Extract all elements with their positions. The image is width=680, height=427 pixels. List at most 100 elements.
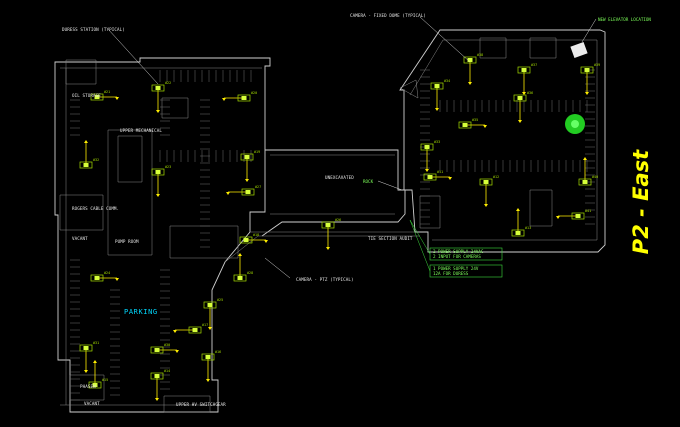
- oil-storage-label: OIL STORAGE: [72, 93, 101, 98]
- camera-tag-box: [463, 56, 477, 64]
- arrow-head: [156, 194, 160, 197]
- camera-icon: [243, 238, 249, 242]
- arrow-head: [448, 177, 452, 180]
- arrow-head: [173, 330, 177, 333]
- camera-35: #35: [458, 118, 487, 129]
- camera-icon: [584, 68, 590, 72]
- camera-icon: [192, 328, 198, 332]
- camera-tag-box: [150, 372, 164, 380]
- arrow-head: [175, 350, 179, 353]
- camera-id-label: #19: [254, 150, 260, 154]
- camera-icon: [521, 68, 527, 72]
- camera-icon: [154, 374, 160, 378]
- arrow-head: [84, 370, 88, 373]
- camera-id-label: #41: [585, 209, 591, 213]
- camera-id-label: #25: [217, 298, 223, 302]
- note2-line1: 1 POWER SUPPLY 24V: [433, 266, 479, 271]
- camera-tag-box: [90, 93, 104, 101]
- camera-22: #22: [151, 81, 171, 113]
- arrow-head: [585, 92, 589, 95]
- camera-id-label: #16: [215, 350, 221, 354]
- west-parking-stalls: [70, 70, 252, 401]
- camera-tag-box: [90, 274, 104, 282]
- power-notes: [409, 219, 503, 278]
- camera-13: #13: [511, 208, 531, 237]
- camera-icon: [434, 84, 440, 88]
- camera-id-label: #32: [93, 158, 99, 162]
- camera-25: #25: [203, 298, 223, 330]
- camera-tag-box: [203, 301, 217, 309]
- camera-icon: [517, 96, 523, 100]
- camera-icon: [237, 276, 243, 280]
- camera-id-label: #11: [437, 170, 443, 174]
- camera-icon: [483, 180, 489, 184]
- camera-17: #17: [173, 323, 208, 334]
- camera-31: #31: [79, 341, 99, 373]
- camera-id-label: #12: [493, 175, 499, 179]
- camera-icon: [427, 175, 433, 179]
- arrow-head: [556, 216, 560, 219]
- camera-id-label: #40: [592, 175, 598, 179]
- rock-label: ROCK: [363, 179, 374, 184]
- camera-23: #23: [151, 165, 171, 197]
- arrow-head: [516, 208, 520, 211]
- camera-id-label: #23: [165, 165, 171, 169]
- camera-18: #18: [239, 233, 268, 244]
- pump-room-label: PUMP ROOM: [115, 239, 139, 244]
- camera-26: #26: [321, 218, 341, 250]
- camera-icon: [515, 231, 521, 235]
- camera-icon: [83, 346, 89, 350]
- camera-28: #28: [233, 253, 253, 282]
- camera-tag-box: [79, 161, 93, 169]
- parking-label: PARKING: [124, 308, 158, 316]
- section-label: TIE SECTION AUDIT: [368, 236, 413, 241]
- arrow-head: [484, 204, 488, 207]
- arrow-head: [84, 140, 88, 143]
- camera-tag-box: [151, 84, 165, 92]
- camera-icon: [244, 155, 250, 159]
- camera-tag-box: [240, 153, 254, 161]
- note2-line2: 12A FOR DURESS: [433, 271, 469, 276]
- camera-tag-box: [239, 236, 253, 244]
- camera-tag-box: [517, 66, 531, 74]
- camera-tag-box: [423, 173, 437, 181]
- camera-id-label: #39: [594, 63, 600, 67]
- camera-ptz-label: CAMERA - PTZ (TYPICAL): [296, 277, 354, 282]
- camera-icon: [154, 348, 160, 352]
- camera-id-label: #27: [255, 185, 261, 189]
- camera-id-label: #28: [247, 271, 253, 275]
- camera-icon: [575, 214, 581, 218]
- camera-id-label: #21: [104, 90, 110, 94]
- east-parking-stalls: [420, 69, 595, 225]
- camera-tag-box: [237, 94, 251, 102]
- camera-id-label: #24: [104, 271, 110, 275]
- camera-tag-box: [188, 326, 202, 334]
- arrow-head: [468, 82, 472, 85]
- camera-icon: [155, 170, 161, 174]
- camera-icon: [92, 383, 98, 387]
- camera-tag-box: [513, 94, 527, 102]
- new-elevator-marker: [565, 41, 588, 134]
- camera-37: #37: [517, 63, 537, 95]
- camera-39: #39: [580, 63, 600, 95]
- arrow-head: [206, 379, 210, 382]
- camera-16: #16: [201, 350, 221, 382]
- note1-line1: 2 POWER SUPPLY 24VAC: [433, 249, 484, 254]
- arrow-head: [115, 278, 119, 281]
- camera-tag-box: [201, 353, 215, 361]
- camera-27: #27: [226, 185, 261, 196]
- camera-id-label: #20: [251, 91, 257, 95]
- arrow-head: [435, 108, 439, 111]
- camera-tag-box: [420, 143, 434, 151]
- camera-tag-box: [430, 82, 444, 90]
- camera-icon: [241, 96, 247, 100]
- camera-tag-box: [79, 344, 93, 352]
- camera-icon: [582, 180, 588, 184]
- camera-41: #41: [556, 209, 591, 220]
- camera-id-label: #33: [434, 140, 440, 144]
- camera-21: #21: [90, 90, 119, 101]
- camera-36: #36: [513, 91, 533, 123]
- leader-lines: [107, 16, 597, 279]
- camera-id-label: #17: [202, 323, 208, 327]
- arrow-head: [326, 247, 330, 250]
